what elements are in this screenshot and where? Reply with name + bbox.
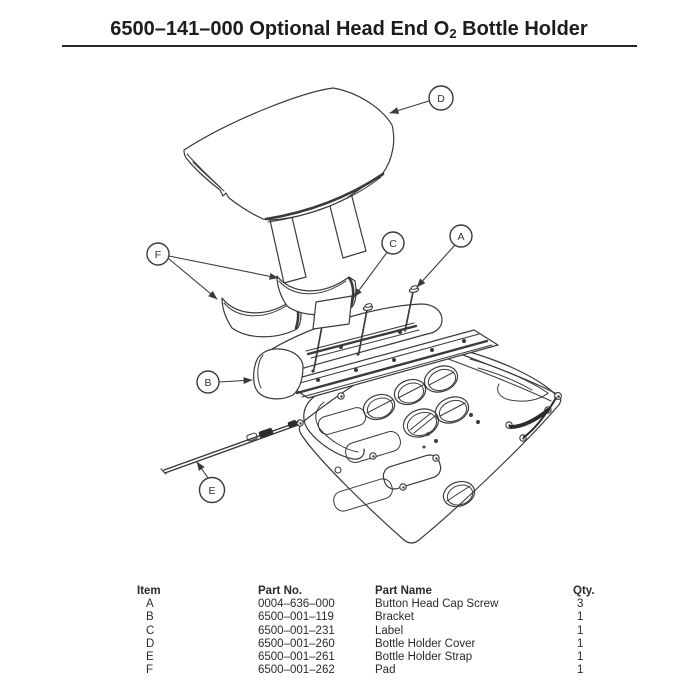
cell-item: D xyxy=(146,637,155,650)
part-c-label xyxy=(312,295,353,330)
title-suffix: Bottle Holder xyxy=(456,18,588,40)
leader-e xyxy=(196,461,209,479)
cell-part-name: Pad xyxy=(375,664,396,677)
cell-item: B xyxy=(146,611,154,624)
leader-c xyxy=(353,250,389,298)
table-header-qty: Qty. xyxy=(573,585,595,597)
cell-qty: 3 xyxy=(577,598,584,611)
table-header-part-name: Part Name xyxy=(375,585,432,597)
cell-part-name: Button Head Cap Screw xyxy=(375,598,499,611)
cell-part-name: Bottle Holder Cover xyxy=(375,637,476,650)
cell-part-no: 6500–001–262 xyxy=(258,664,335,677)
callout-a-letter: A xyxy=(457,231,464,243)
cell-qty: 1 xyxy=(577,651,584,664)
cell-item: F xyxy=(146,664,154,677)
callout-b: B xyxy=(196,370,220,394)
leader-lines xyxy=(168,100,456,479)
page-header: 6500–141–000 Optional Head End O2 Bottle… xyxy=(60,18,638,41)
screw-3 xyxy=(404,285,420,332)
callout-f-letter: F xyxy=(155,249,161,261)
callout-c: C xyxy=(381,231,405,255)
callout-d: D xyxy=(428,85,454,111)
callout-d-letter: D xyxy=(437,93,445,105)
cell-part-no: 6500–001–261 xyxy=(258,651,335,664)
plate-small-holes xyxy=(422,413,480,449)
screw-2 xyxy=(358,303,374,353)
cell-qty: 1 xyxy=(577,637,584,650)
cell-qty: 1 xyxy=(577,624,584,637)
title-underline xyxy=(62,45,637,47)
litter-base-plate-drawing xyxy=(296,344,562,544)
cell-part-name: Label xyxy=(375,624,404,637)
cell-qty: 1 xyxy=(577,611,584,624)
leader-a xyxy=(416,244,456,288)
cell-part-no: 6500–001–260 xyxy=(258,637,335,650)
callout-e: E xyxy=(198,476,226,504)
callout-f: F xyxy=(146,242,170,266)
right-frame-tube xyxy=(465,350,557,402)
leader-f1 xyxy=(168,258,218,300)
page-title: 6500–141–000 Optional Head End O2 Bottle… xyxy=(110,18,587,40)
cell-part-no: 6500–001–119 xyxy=(258,611,334,624)
table-header-part-no: Part No. xyxy=(258,585,303,597)
plate-holes xyxy=(362,365,476,508)
title-prefix: 6500–141–000 Optional Head End O xyxy=(110,18,450,40)
cell-item: E xyxy=(146,651,154,664)
cell-part-no: 6500–001–231 xyxy=(258,624,335,637)
title-subscript: 2 xyxy=(449,26,457,41)
callout-b-letter: B xyxy=(204,377,211,389)
leader-d xyxy=(389,100,430,114)
callout-e-letter: E xyxy=(208,485,215,497)
plate-slots xyxy=(333,454,442,512)
leader-f2 xyxy=(168,255,279,280)
cover-tab-left xyxy=(269,216,307,284)
part-d-bottle-holder-cover xyxy=(183,87,395,284)
callout-c-letter: C xyxy=(389,238,397,250)
part-e-bottle-holder-strap xyxy=(160,420,299,475)
strap-anchor-right xyxy=(509,397,557,438)
cell-item: C xyxy=(146,624,155,637)
cell-qty: 1 xyxy=(577,664,584,677)
parts-table: Item Part No. Part Name Qty. A 0004–636–… xyxy=(137,585,622,677)
cell-item: A xyxy=(146,598,154,611)
callouts: D F C A B E xyxy=(146,85,473,504)
table-header-item: Item xyxy=(137,585,161,597)
callout-a: A xyxy=(449,224,473,248)
leader-b xyxy=(218,377,253,385)
cell-part-name: Bracket xyxy=(375,611,414,624)
cell-part-no: 0004–636–000 xyxy=(258,598,335,611)
cell-part-name: Bottle Holder Strap xyxy=(375,651,473,664)
bracket-holes xyxy=(311,330,466,382)
